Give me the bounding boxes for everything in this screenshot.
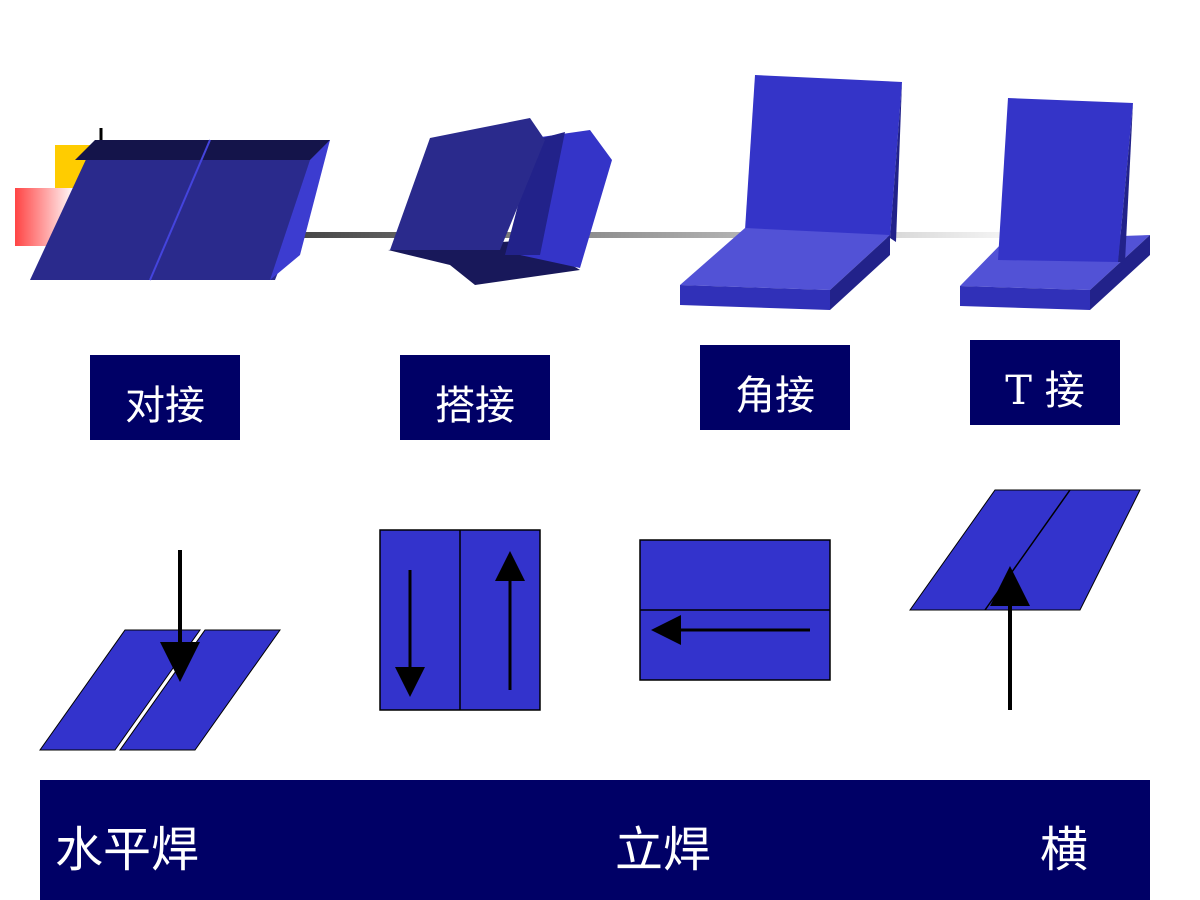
flat-weld-illustration [39, 550, 281, 751]
lap-joint-illustration [388, 118, 612, 285]
welding-position-bar: 水平焊 立焊 横 [40, 780, 1150, 900]
t-joint-label: T 接 [970, 340, 1120, 425]
lap-joint-label: 搭接 [400, 355, 550, 440]
butt-joint-label: 对接 [90, 355, 240, 440]
t-joint-illustration [960, 98, 1150, 310]
corner-joint-label: 角接 [700, 345, 850, 430]
horizontal-position-label: 横 [1040, 822, 1089, 878]
overhead-weld-illustration [909, 489, 1141, 710]
corner-joint-illustration [680, 75, 902, 310]
horizontal-weld-illustration [639, 539, 831, 681]
flat-position-label: 水平焊 [55, 822, 200, 878]
vertical-weld-illustration [379, 529, 541, 711]
divider-line [290, 232, 1050, 238]
butt-joint-illustration [30, 139, 330, 281]
vertical-position-label: 立焊 [615, 822, 712, 878]
